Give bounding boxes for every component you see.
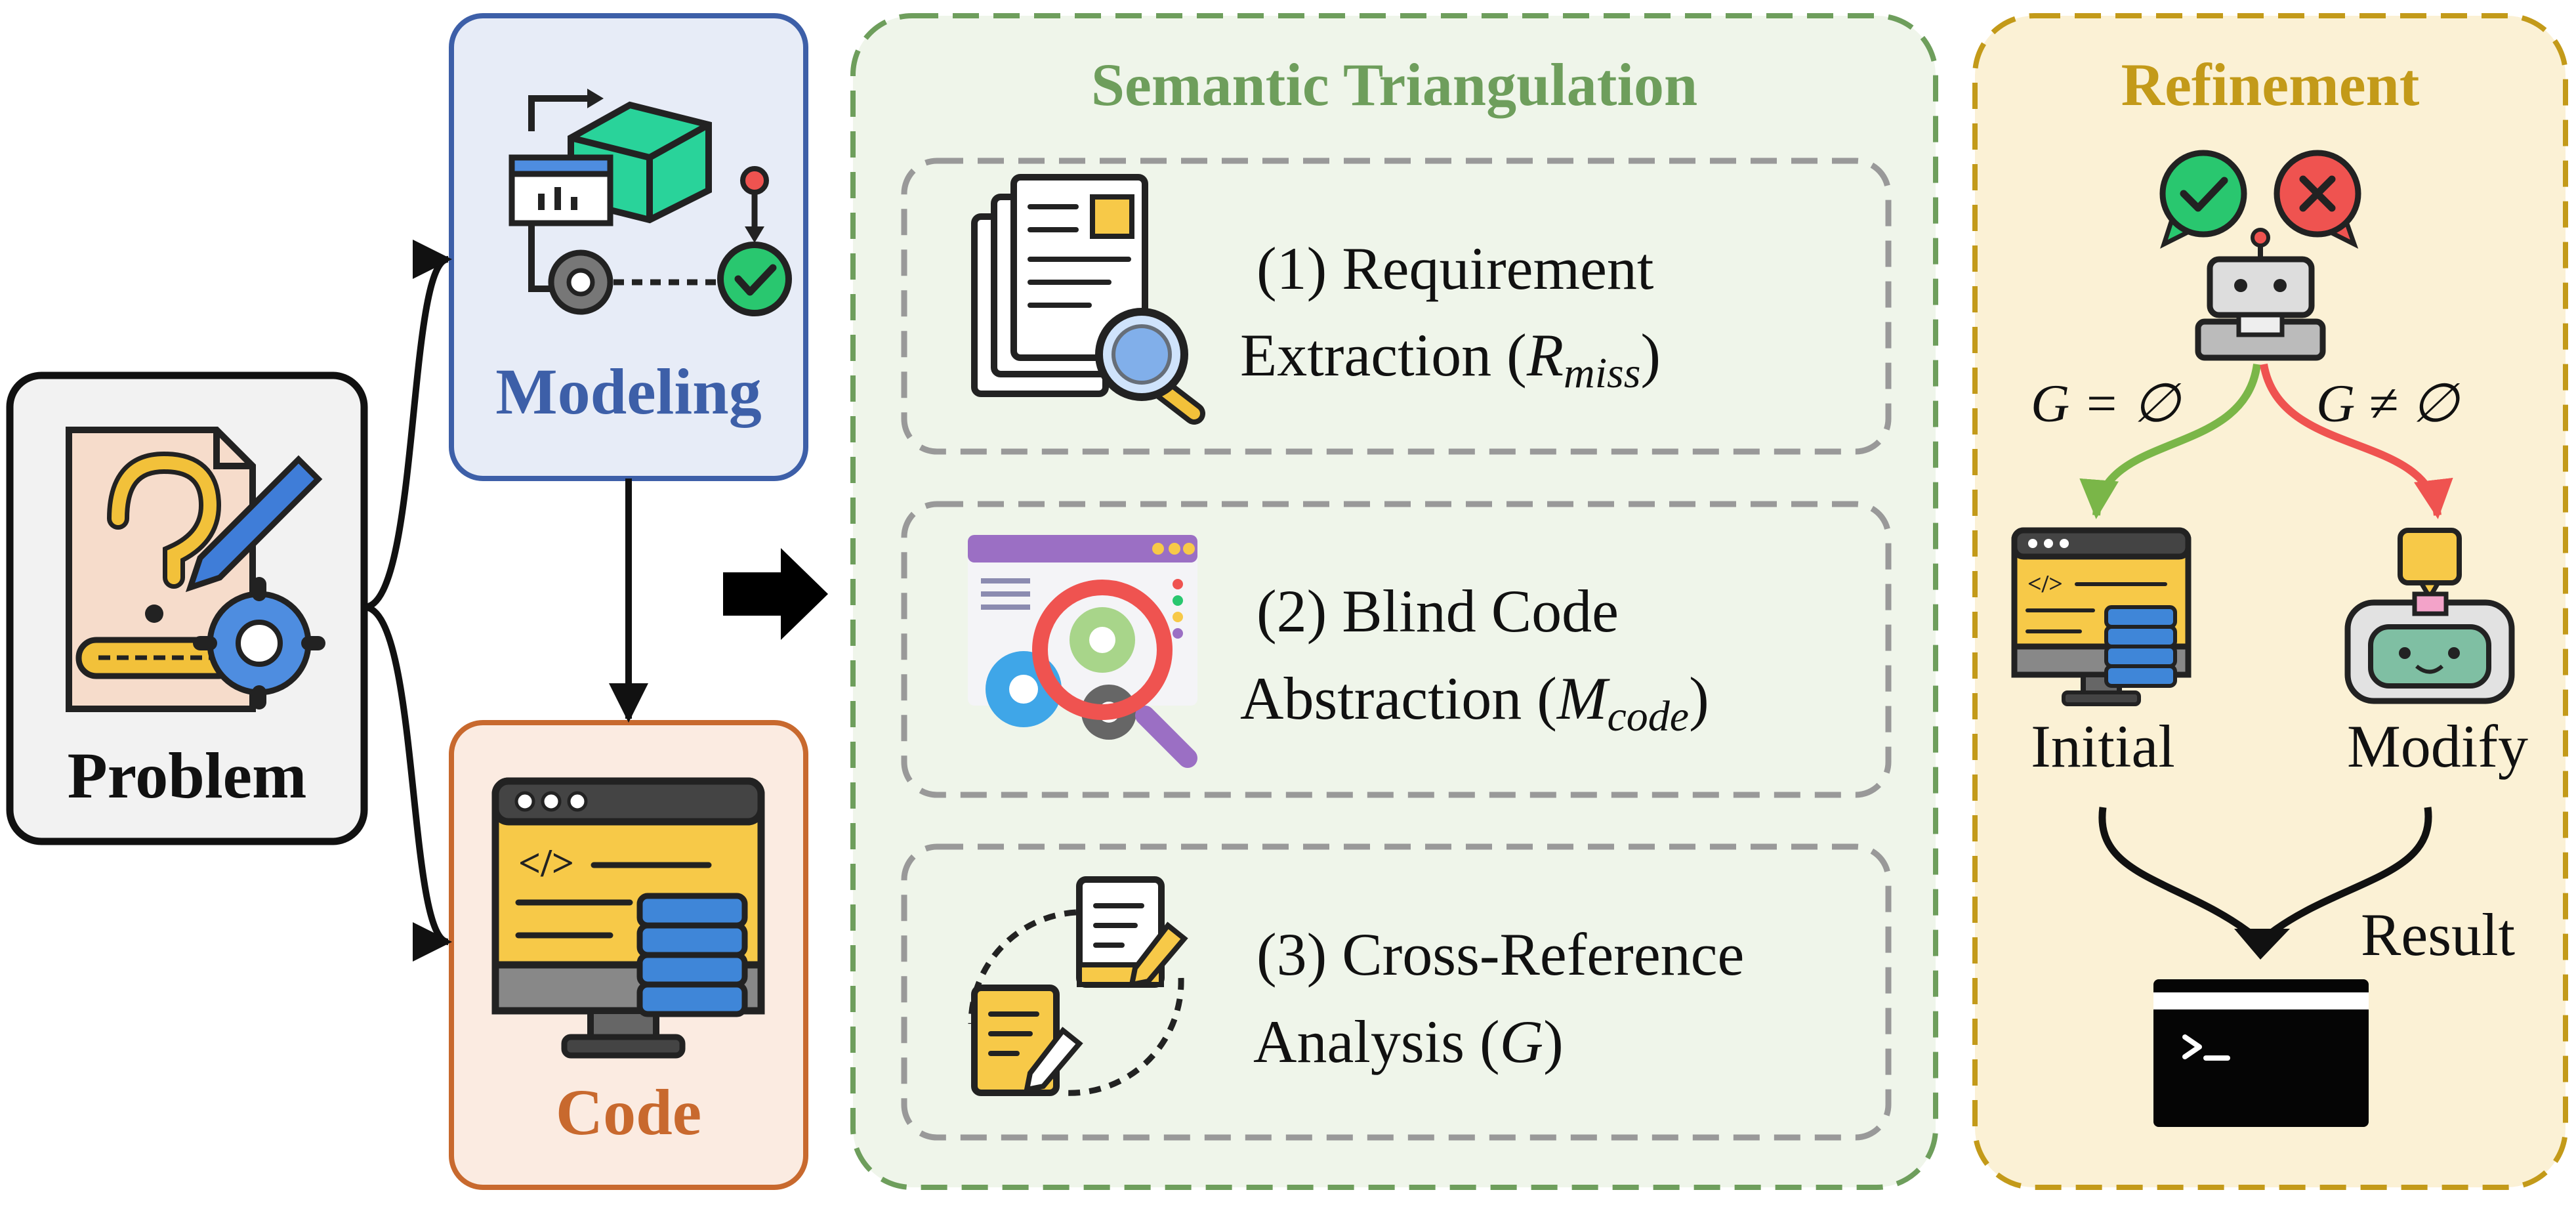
check-bubble-icon [2159, 150, 2247, 249]
step-3-line2: Analysis (G) [1253, 1008, 1564, 1075]
step-2-line2: Abstraction (Mcode) [1240, 665, 1709, 740]
initial-label: Initial [2031, 713, 2175, 780]
code-analysis-icon [968, 535, 1197, 768]
branch-arrow-red [2260, 363, 2453, 519]
step-box-3 [901, 843, 1892, 1141]
merge-arrow-right [2261, 807, 2432, 942]
step-box-2 [901, 501, 1892, 798]
semantic-title: Semantic Triangulation [1091, 51, 1697, 118]
documents-search-icon [971, 174, 1205, 425]
code-box: </> Code [449, 720, 808, 1190]
step-3-line1: (3) Cross-Reference [1257, 921, 1744, 988]
problem-document-icon [66, 427, 325, 712]
condition-nonempty: G ≠ ∅ [2316, 373, 2461, 433]
modify-robot-icon [2344, 528, 2515, 704]
condition-empty: G = ∅ [2031, 373, 2182, 433]
document-exchange-icon [968, 876, 1188, 1096]
modify-label: Modify [2347, 713, 2528, 780]
branch-arrow-green [2079, 364, 2261, 519]
modeling-label: Modeling [495, 355, 762, 428]
code-monitor-icon: </> [491, 777, 765, 1059]
refinement-panel: Refinement G = ∅ G ≠ ∅ [1972, 13, 2568, 1190]
step-box-1 [901, 158, 1892, 455]
robot-icon [2195, 228, 2326, 361]
svg-text:</>: </> [518, 841, 574, 885]
step-1-line2: Extraction (Rmiss) [1240, 322, 1661, 397]
problem-label: Problem [68, 739, 307, 812]
step-2-line1: (2) Blind Code [1257, 578, 1619, 645]
code-label: Code [556, 1076, 701, 1149]
modeling-box: Modeling [449, 13, 808, 481]
svg-text:</>: </> [2027, 570, 2063, 598]
left-connectors [364, 240, 828, 962]
cross-bubble-icon [2274, 150, 2361, 249]
problem-box: Problem [6, 371, 368, 845]
step-1-line1: (1) Requirement [1257, 235, 1654, 302]
initial-monitor-icon: </> [2011, 527, 2192, 706]
result-label: Result [2361, 901, 2516, 968]
refinement-title: Refinement [2121, 51, 2420, 118]
big-arrow-icon [723, 548, 828, 640]
modeling-workflow-icon [509, 89, 792, 316]
merge-arrow-left [2098, 807, 2260, 942]
terminal-icon [2153, 979, 2369, 1127]
semantic-triangulation-panel: Semantic Triangulation [850, 13, 1938, 1190]
